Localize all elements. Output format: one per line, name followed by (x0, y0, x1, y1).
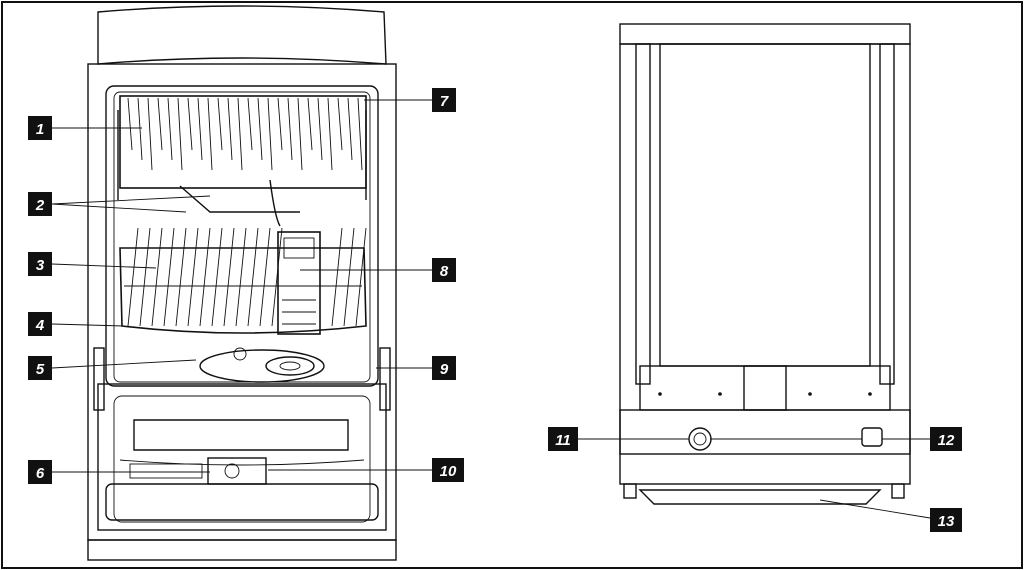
callout-9-box (432, 356, 456, 380)
callout-6: 6 (28, 460, 52, 484)
lower-basket (119, 227, 367, 334)
top-cover (97, 5, 387, 65)
callout-1-text: 1 (36, 121, 44, 138)
callout-10: 10 (432, 458, 464, 482)
upper-basket (119, 95, 367, 189)
callout-11: 11 (548, 427, 578, 451)
water-inlet (688, 427, 712, 451)
callout-13: 13 (930, 508, 962, 532)
callout-12: 12 (930, 427, 962, 451)
callout-11-box (548, 427, 578, 451)
filter (265, 356, 315, 376)
callout-10-text: 10 (440, 463, 457, 480)
callout-13-text: 13 (938, 513, 955, 530)
front-plinth (87, 539, 397, 561)
callout-8-box (432, 258, 456, 282)
door (97, 383, 387, 531)
cutlery-basket (277, 231, 321, 335)
callout-8: 8 (432, 258, 456, 282)
lower-spray-arm (199, 349, 325, 383)
leader-lines (51, 99, 931, 519)
callout-13-box (930, 508, 962, 532)
rear-frame (619, 43, 911, 455)
callout-11-text: 11 (555, 432, 571, 449)
callout-12-box (930, 427, 962, 451)
callout-6-box (28, 460, 52, 484)
rear-base (638, 489, 882, 505)
rear-top (619, 23, 911, 45)
drain-outlet (861, 427, 883, 447)
callout-10-box (432, 458, 464, 482)
callout-9-text: 9 (440, 361, 449, 378)
callout-5-box (28, 356, 52, 380)
callout-2: 2 (28, 192, 52, 216)
callout-1: 1 (28, 116, 52, 140)
detergent-dispenser (207, 457, 267, 485)
callout-5: 5 (28, 356, 52, 380)
callout-7-box (432, 88, 456, 112)
callout-4-box (28, 312, 52, 336)
callout-9: 9 (432, 356, 456, 380)
callout-3: 3 (28, 252, 52, 276)
callout-12-text: 12 (938, 432, 955, 449)
callout-2-text: 2 (35, 197, 45, 214)
callout-2-box (28, 192, 52, 216)
callout-1-box (28, 116, 52, 140)
front-body (87, 63, 397, 541)
callout-7-text: 7 (440, 93, 449, 110)
callout-6-text: 6 (36, 465, 45, 482)
front-view (87, 5, 397, 561)
callout-5-text: 5 (36, 361, 45, 378)
upper-spray-arm (179, 179, 300, 227)
callout-7: 7 (432, 88, 456, 112)
callout-4: 4 (28, 312, 52, 336)
callout-8-text: 8 (440, 263, 449, 280)
inner-tub (105, 85, 379, 387)
callout-3-box (28, 252, 52, 276)
rear-view (619, 23, 911, 505)
callout-3-text: 3 (36, 257, 45, 274)
callout-4-text: 4 (35, 317, 45, 334)
